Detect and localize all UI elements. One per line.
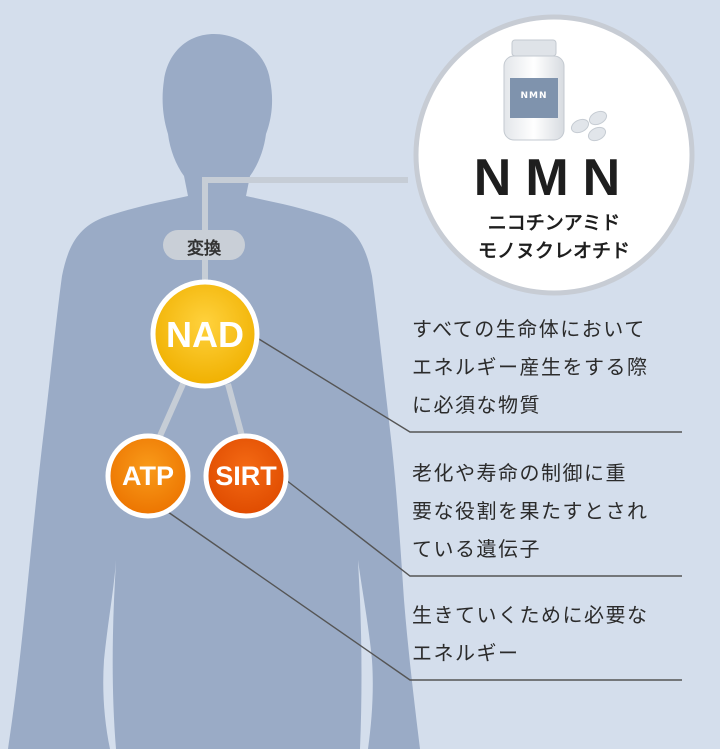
sirt-description: 老化や寿命の制御に重 要な役割を果たすとされ ている遺伝子 [412,454,712,568]
sirt-description-line: ている遺伝子 [412,537,541,561]
nad-to-sirt-connector [225,383,245,437]
nad-description: すべての生命体において エネルギー産生をする際 に必須な物質 [412,310,712,424]
atp-description-line: 生きていくために必要な [412,603,649,627]
atp-node [105,433,191,519]
nmn-subtitle-line2: モノヌクレオチド [477,240,630,262]
convert-label: 変換 [187,239,221,259]
sirt-description-line: 要な役割を果たすとされ [412,499,649,523]
atp-description: 生きていくために必要な エネルギー [412,596,712,672]
tablet-icons [570,110,608,142]
atp-leader-line [167,511,682,681]
supplement-bottle-icon [503,39,565,141]
human-silhouette [8,34,420,749]
sirt-node [203,433,289,519]
nad-description-line: エネルギー産生をする際 [412,355,649,379]
sirt-label: SIRT [215,461,277,491]
nad-leader-line [253,335,682,433]
nmn-title: NMN [473,149,635,207]
sirt-description-line: 老化や寿命の制御に重 [412,461,627,485]
sirt-leader-line [285,479,682,577]
nad-description-line: すべての生命体において [412,317,646,341]
atp-description-line: エネルギー [412,641,520,665]
nmn-subtitle-line1: ニコチンアミド [487,212,621,234]
atp-label: ATP [122,461,174,491]
nmn-product-circle [413,14,695,296]
convert-tag-shape [163,230,245,260]
nad-node [150,279,260,389]
nad-description-line: に必須な物質 [412,393,541,417]
bottle-label: NMN [520,91,548,101]
nad-to-atp-connector [157,382,186,438]
nad-label: NAD [166,314,244,355]
